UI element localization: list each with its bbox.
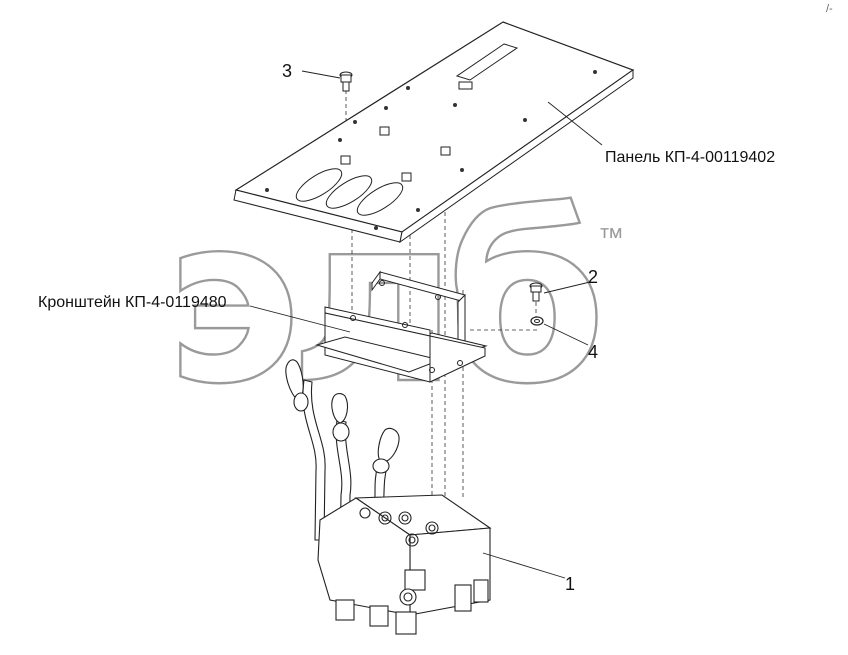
panel-label: Панель КП-4-00119402 [605,149,775,166]
bracket-label: Кронштейн КП-4-0119480 [38,294,227,311]
leader-lines [249,70,603,579]
panel-plate [233,21,635,244]
watermark-trademark: ™ [598,222,624,252]
callout-3: 3 [282,61,292,81]
bolt-top [339,71,353,92]
washer [530,316,544,326]
callout-2: 2 [588,267,598,287]
distributor-block [317,494,492,635]
corner-mark: /- [826,3,833,15]
callout-4: 4 [588,342,598,362]
callout-1: 1 [565,574,575,594]
bolt-right [529,282,543,302]
bracket-front [315,306,486,383]
